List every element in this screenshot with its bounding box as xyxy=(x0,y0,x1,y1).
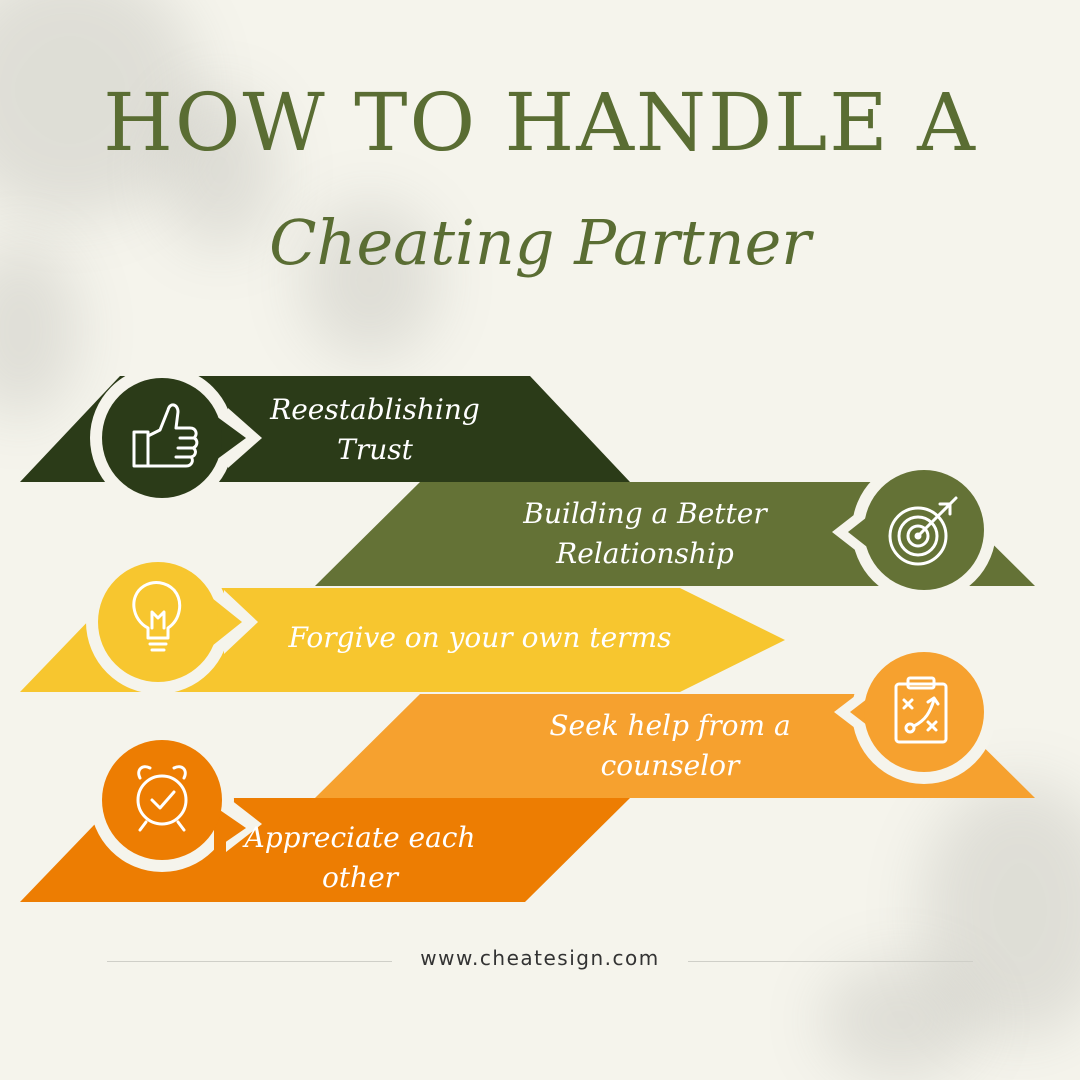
background-shadow xyxy=(160,90,280,250)
badge-5 xyxy=(90,728,262,872)
page-title: HOW TO HANDLE A xyxy=(103,76,977,169)
background-shadow xyxy=(920,780,1080,1040)
item-label-reestablishing-trust: Reestablishing Trust xyxy=(270,393,480,466)
alarm-clock-icon xyxy=(136,765,188,832)
item-label-appreciate: Appreciate each other xyxy=(244,821,476,894)
band-2 xyxy=(315,482,1035,586)
badge-4 xyxy=(834,640,996,784)
strategy-clipboard-icon xyxy=(894,676,948,744)
background-shadow xyxy=(300,200,440,360)
footer-divider-left xyxy=(107,961,392,962)
item-label-better-relationship: Building a Better Relationship xyxy=(523,497,767,570)
item-label-forgive: Forgive on your own terms xyxy=(288,621,672,654)
thumbs-up-icon xyxy=(132,403,199,468)
footer-website-url: www.cheatesign.com xyxy=(420,946,660,970)
item-label-seek-help: Seek help from a counselor xyxy=(549,709,791,782)
footer-divider-right xyxy=(688,961,973,962)
badge-3 xyxy=(86,550,258,694)
lightbulb-icon xyxy=(132,581,182,652)
background-shadow xyxy=(820,960,980,1080)
target-icon xyxy=(888,496,958,566)
badge-1 xyxy=(90,366,262,510)
page-subtitle: Cheating Partner xyxy=(269,206,811,279)
